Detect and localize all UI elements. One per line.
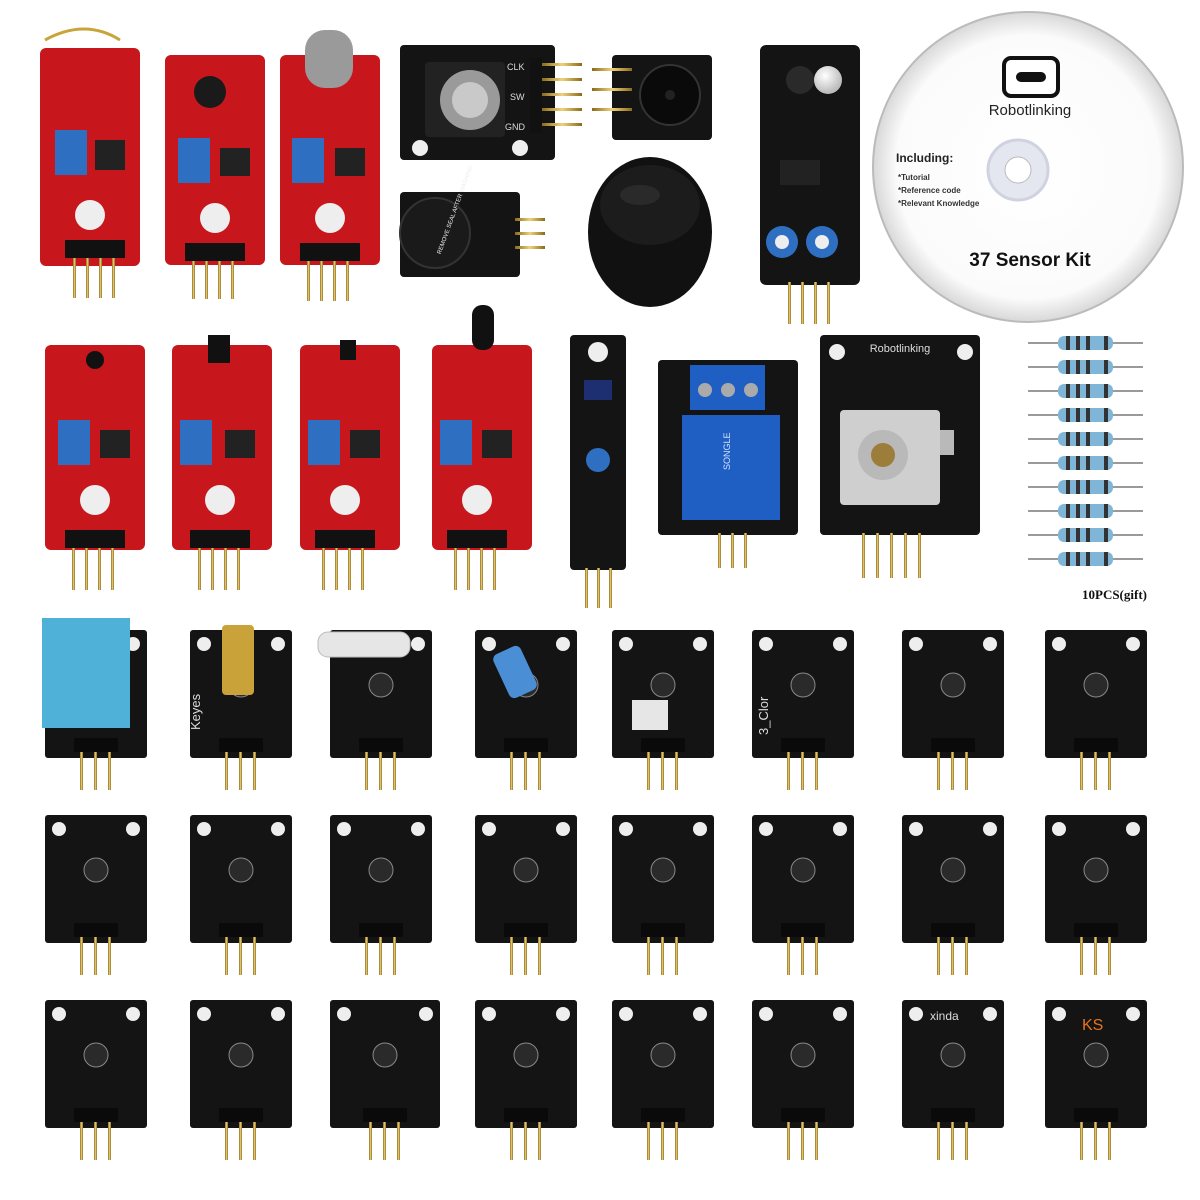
resistor-set	[1028, 336, 1143, 566]
dht11-sensor	[42, 618, 130, 728]
cd-title: 37 Sensor Kit	[969, 250, 1091, 271]
joystick-module: Robotlinking	[820, 335, 980, 578]
small-module	[45, 1000, 147, 1160]
cd-including-label: Including:	[896, 151, 953, 165]
small-module	[902, 630, 1004, 790]
flame-sensor-module	[432, 305, 532, 590]
small-module	[1045, 630, 1147, 790]
rotary-encoder-module: CLK SW GND	[400, 45, 582, 160]
ks-label: KS	[1082, 1017, 1103, 1034]
small-module	[752, 630, 854, 790]
line-tracking-module	[570, 335, 626, 608]
small-module	[45, 815, 147, 975]
small-module	[612, 1000, 714, 1160]
small-module	[475, 1000, 577, 1160]
resistor	[1028, 552, 1143, 566]
ir-obstacle-module	[760, 45, 860, 324]
three-color-label: 3_Clor	[756, 696, 771, 735]
resistor	[1028, 528, 1143, 542]
cd-item-relevant-knowledge: *Relevant Knowledge	[898, 199, 980, 208]
encoder-pin-sw: SW	[510, 92, 525, 102]
encoder-pin-gnd: GND	[505, 122, 526, 132]
relay-brand: SONGLE	[722, 432, 732, 470]
microphone-module-big	[280, 30, 380, 301]
small-module	[190, 815, 292, 975]
resistor	[1028, 432, 1143, 446]
passive-buzzer-module	[592, 55, 712, 140]
small-module	[752, 815, 854, 975]
small-module	[752, 1000, 854, 1160]
cd-brand: Robotlinking	[989, 102, 1072, 119]
light-block-white	[632, 700, 668, 730]
active-buzzer-module: REMOVE SEAL AFTER WASHING	[399, 165, 545, 277]
resistor	[1028, 360, 1143, 374]
microphone-module-small	[165, 55, 265, 299]
resistor	[1028, 336, 1143, 350]
thermistor-module	[45, 345, 145, 590]
joystick-brand: Robotlinking	[870, 343, 931, 355]
small-module	[475, 815, 577, 975]
cd-item-reference-code: *Reference code	[898, 186, 961, 195]
tutorial-cd: Robotlinking Including: *Tutorial *Refer…	[872, 11, 1184, 323]
resistor	[1028, 456, 1143, 470]
small-sensor-modules	[45, 630, 1147, 1160]
small-module	[1045, 815, 1147, 975]
small-module	[612, 815, 714, 975]
xinda-label: xinda	[930, 1009, 959, 1023]
gift-label: 10PCS(gift)	[1082, 587, 1147, 602]
reed-switch-module	[40, 27, 140, 298]
small-module	[475, 630, 577, 790]
encoder-pin-clk: CLK	[507, 62, 525, 72]
small-module	[190, 1000, 292, 1160]
small-module	[330, 815, 432, 975]
mercury-tilt-blue	[493, 645, 537, 699]
resistor	[1028, 408, 1143, 422]
small-module	[902, 1000, 1004, 1160]
laser-head	[222, 625, 254, 695]
small-module	[902, 815, 1004, 975]
small-module	[330, 1000, 440, 1160]
resistor	[1028, 384, 1143, 398]
resistor	[1028, 480, 1143, 494]
cd-item-tutorial: *Tutorial	[898, 173, 930, 182]
resistor	[1028, 504, 1143, 518]
ir-receiver-red-module	[172, 335, 272, 590]
hall-sensor-red-module	[300, 340, 400, 590]
small-module	[1045, 1000, 1147, 1160]
joystick-cap	[588, 157, 712, 307]
keyes-label: Keyes	[188, 693, 203, 730]
relay-module: SONGLE	[658, 360, 798, 568]
tilt-switch-glass	[317, 631, 411, 658]
